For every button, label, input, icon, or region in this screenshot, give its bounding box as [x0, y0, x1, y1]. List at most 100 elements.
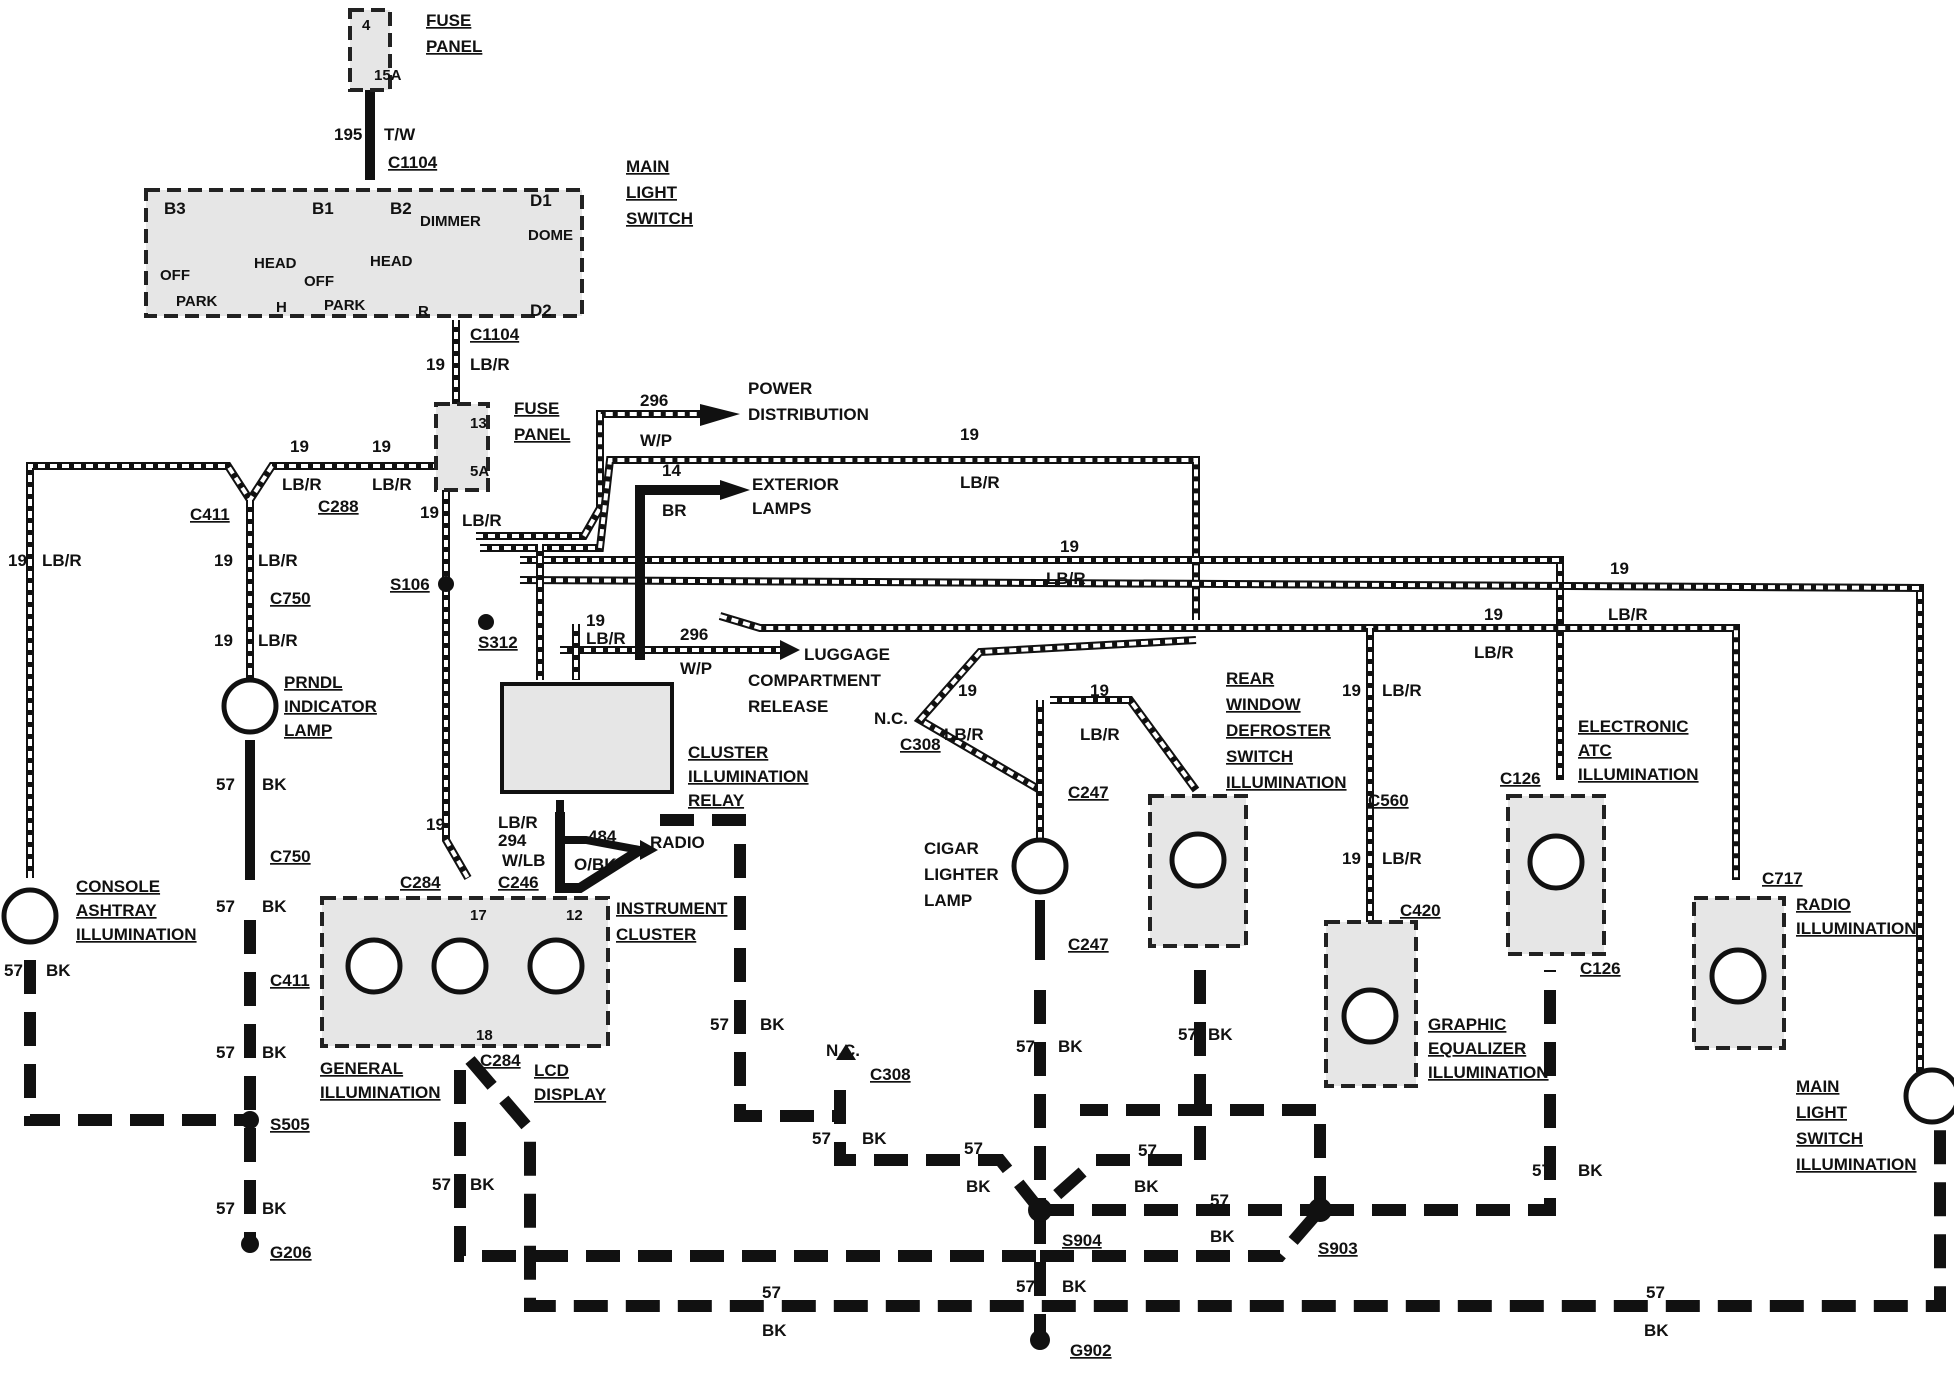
switch-head-1: HEAD: [254, 255, 297, 272]
wire-19-l: 19: [586, 611, 605, 630]
wire-lbr-q: LB/R: [1382, 849, 1422, 868]
c750-bottom-label: C750: [270, 847, 311, 866]
wire-19-c: 19: [372, 437, 391, 456]
wire-19-e: 19: [1060, 537, 1079, 556]
wire-19-p: 19: [1342, 681, 1361, 700]
fuse-panel-top: [348, 8, 392, 92]
wire-lbr-e: LB/R: [1046, 569, 1086, 588]
wire-bk-n: BK: [1210, 1227, 1235, 1246]
switch-h: H: [276, 299, 287, 316]
switch-d1: D1: [530, 191, 552, 210]
wire-19-g: 19: [1484, 605, 1503, 624]
wire-lbr-g: LB/R: [1474, 643, 1514, 662]
switch-dimmer: DIMMER: [420, 213, 481, 230]
main-light-switch-illum-label: MAIN: [1796, 1077, 1839, 1096]
main-light-switch-label: MAIN: [626, 157, 669, 176]
switch-dome: DOME: [528, 227, 573, 244]
main-light-switch-label-2: LIGHT: [626, 183, 678, 202]
cluster-pin-17: 17: [470, 907, 487, 924]
wire-lbr-j: LB/R: [258, 631, 298, 650]
rear-window-label-5: ILLUMINATION: [1226, 773, 1347, 792]
prndl-label-3: LAMP: [284, 721, 332, 740]
c126-bottom-label: C126: [1580, 959, 1621, 978]
nc-arrow-icon: [836, 1044, 856, 1060]
c750-top-label: C750: [270, 589, 311, 608]
instrument-cluster-label: INSTRUMENT: [616, 899, 728, 918]
wire-14: 14: [662, 461, 681, 480]
c1104-bottom-label: C1104: [470, 325, 520, 344]
fuse-mid-number: 13: [470, 415, 487, 432]
lcd-display-label: LCD: [534, 1061, 569, 1080]
main-light-switch-label-3: SWITCH: [626, 209, 693, 228]
cluster-lamp-3-icon: [527, 937, 585, 995]
rear-window-label-3: DEFROSTER: [1226, 721, 1331, 740]
wire-lbr-o: LB/R: [1080, 725, 1120, 744]
rear-window-lamp-icon: [1169, 831, 1227, 889]
wire-57-g: 57: [432, 1175, 451, 1194]
c288-label: C288: [318, 497, 359, 516]
electronic-atc-box: [1506, 794, 1606, 956]
fuse-panel-top-label: FUSE: [426, 11, 471, 30]
g206-label: G206: [270, 1243, 312, 1262]
wire-57-m: 57: [1178, 1025, 1197, 1044]
wire-57-i: 57: [1016, 1037, 1035, 1056]
labels: FUSE PANEL 4 15A 195 T/W C1104 C1104 MAI…: [4, 11, 1917, 1360]
radio-illum-label: RADIO: [1796, 895, 1851, 914]
radio-arrow-icon: [640, 840, 658, 860]
main-light-switch-illum-label-3: SWITCH: [1796, 1129, 1863, 1148]
c284-top-label: C284: [400, 873, 441, 892]
solid-wires: [245, 485, 1045, 960]
fuse-panel-top-label-2: PANEL: [426, 37, 482, 56]
wire-bk-f: BK: [760, 1015, 785, 1034]
wire-19-d: 19: [960, 425, 979, 444]
wire-57-a: 57: [4, 961, 23, 980]
s903-label: S903: [1318, 1239, 1358, 1258]
wire-lbr-a: LB/R: [470, 355, 510, 374]
switch-park-2: PARK: [324, 297, 366, 314]
nc-bottom-label: N.C.: [826, 1041, 860, 1060]
luggage-label-3: RELEASE: [748, 697, 828, 716]
c717-label: C717: [1762, 869, 1803, 888]
radio-lamp-icon: [1709, 947, 1767, 1005]
rear-window-label: REAR: [1226, 669, 1274, 688]
electronic-atc-lamp-icon: [1527, 833, 1585, 891]
cluster-pin-12: 12: [566, 907, 583, 924]
wire-19-k: 19: [420, 503, 439, 522]
wire-lbr-c: LB/R: [372, 475, 412, 494]
cigar-lighter-lamp-icon: [1011, 837, 1069, 895]
wire-bk-l: BK: [1062, 1277, 1087, 1296]
fuse-panel-mid-label: FUSE: [514, 399, 559, 418]
s106-label: S106: [390, 575, 430, 594]
c308-top-label: C308: [900, 735, 941, 754]
wire-57-d: 57: [216, 1043, 235, 1062]
c420-label: C420: [1400, 901, 1441, 920]
s106-splice-icon: [438, 576, 454, 592]
wire-57-q: 57: [1646, 1283, 1665, 1302]
cluster-illumination-relay: [500, 682, 674, 794]
cluster-pin-18: 18: [476, 1027, 493, 1044]
c246-label: C246: [498, 873, 539, 892]
wire-bk-q: BK: [1644, 1321, 1669, 1340]
wire-57-e: 57: [216, 1199, 235, 1218]
main-light-switch-illum-label-4: ILLUMINATION: [1796, 1155, 1917, 1174]
wire-lbr-b: LB/R: [282, 475, 322, 494]
graphic-eq-label-3: ILLUMINATION: [1428, 1063, 1549, 1082]
wire-57-b: 57: [216, 775, 235, 794]
wire-lbr-h: LB/R: [42, 551, 82, 570]
electronic-atc-label-3: ILLUMINATION: [1578, 765, 1699, 784]
wire-bk-h: BK: [862, 1129, 887, 1148]
s312-splice-icon: [478, 614, 494, 630]
switch-b2: B2: [390, 199, 412, 218]
c247-top-label: C247: [1068, 783, 1109, 802]
s505-splice-icon: [241, 1111, 259, 1129]
c560-label: C560: [1368, 791, 1409, 810]
cluster-lamp-1-icon: [345, 937, 403, 995]
wire-57-h: 57: [812, 1129, 831, 1148]
graphic-eq-lamp-icon: [1341, 987, 1399, 1045]
wire-bk-e: BK: [262, 1199, 287, 1218]
switch-off-1: OFF: [160, 267, 190, 284]
cluster-lamp-2-icon: [431, 937, 489, 995]
wire-bk-o: BK: [1578, 1161, 1603, 1180]
wire-bk-d: BK: [262, 1043, 287, 1062]
console-ashtray-label-2: ASHTRAY: [76, 901, 157, 920]
